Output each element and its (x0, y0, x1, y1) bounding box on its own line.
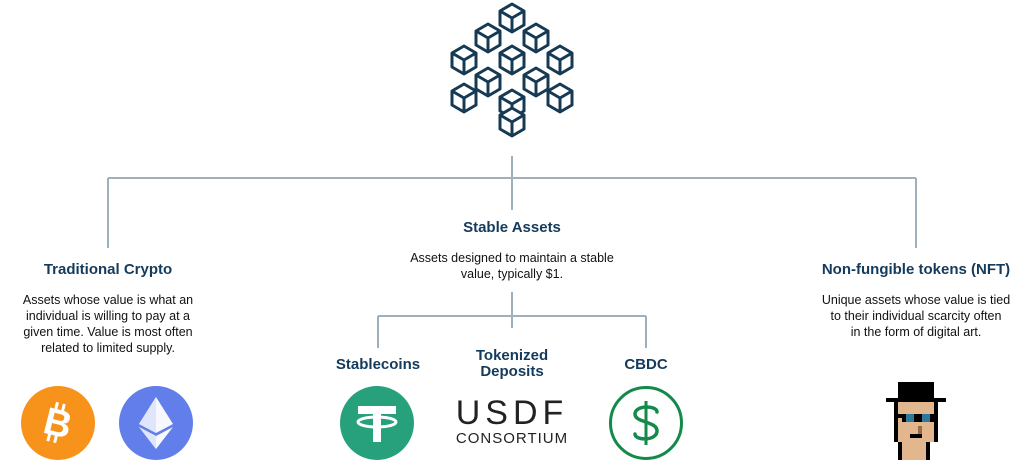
tether-icon (340, 386, 414, 460)
traditional-crypto-title: Traditional Crypto (43, 261, 173, 278)
ethereum-icon (119, 386, 193, 460)
hexagon-cubes-network-icon (450, 2, 574, 138)
bitcoin-icon: B (21, 386, 95, 460)
nft-title: Non-fungible tokens (NFT) (821, 261, 1011, 278)
cbdc-title: CBDC (624, 356, 668, 373)
nft-description: Unique assets whose value is tied to the… (821, 293, 1011, 339)
dollar-circle-icon (609, 386, 683, 460)
usdf-consortium-logo: USDF CONSORTIUM (455, 394, 569, 447)
stable-assets-title: Stable Assets (463, 219, 561, 236)
tokenized-deposits-title: Tokenized Deposits (475, 347, 549, 380)
stable-assets-description: Assets designed to maintain a stable val… (410, 251, 614, 281)
stablecoins-title: Stablecoins (335, 356, 421, 373)
traditional-crypto-description: Assets whose value is what an individual… (22, 293, 194, 355)
cryptopunk-icon (886, 382, 946, 460)
